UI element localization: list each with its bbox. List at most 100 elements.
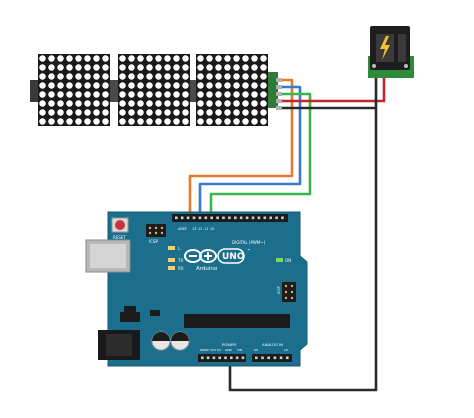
svg-text:12: 12 [198, 227, 202, 231]
reset-button[interactable] [115, 220, 125, 230]
matrix-led [197, 82, 204, 89]
header-pin [204, 216, 208, 220]
header-pin [241, 356, 245, 360]
matrix-led [84, 91, 91, 98]
header-pin [180, 216, 184, 220]
matrix-led [251, 109, 258, 116]
analog-pins [255, 356, 289, 360]
matrix-led [39, 100, 46, 107]
led-matrix-1 [38, 54, 110, 126]
matrix-led [48, 109, 55, 116]
matrix-led [75, 73, 82, 80]
matrix-led [93, 82, 100, 89]
svg-text:L: L [178, 246, 181, 251]
label-digital: DIGITAL (PWM~) [232, 240, 266, 245]
matrix-led [48, 100, 55, 107]
matrix-led [206, 91, 213, 98]
matrix-led [137, 55, 144, 62]
capacitor-1 [151, 331, 171, 351]
svg-text:ANALOG IN: ANALOG IN [262, 342, 283, 347]
matrix-led [119, 109, 126, 116]
matrix-led [260, 73, 267, 80]
led-matrix-2 [118, 54, 190, 126]
matrix-led [57, 118, 64, 125]
matrix-led [84, 82, 91, 89]
matrix-led [48, 64, 55, 71]
matrix-led [155, 82, 162, 89]
matrix-led [66, 73, 73, 80]
matrix-led [84, 118, 91, 125]
matrix-led [206, 109, 213, 116]
voltage-regulator [124, 306, 136, 314]
label-reset: RESET [113, 235, 126, 240]
matrix-led [251, 100, 258, 107]
matrix-led [57, 73, 64, 80]
matrix-led [224, 109, 231, 116]
header-pin [210, 216, 213, 220]
svg-text:5V: 5V [217, 348, 222, 352]
matrix-led [75, 109, 82, 116]
header-pin [286, 356, 289, 360]
matrix-led [182, 55, 189, 62]
matrix-led [119, 91, 126, 98]
header-pin [228, 216, 231, 220]
matrix-led [242, 91, 249, 98]
matrix-led [48, 82, 55, 89]
matrix-led [206, 100, 213, 107]
matrix-led [146, 100, 153, 107]
matrix-led [102, 109, 109, 116]
matrix-led [251, 55, 258, 62]
matrix-output-pins [276, 78, 282, 110]
matrix-led [146, 82, 153, 89]
matrix-led [251, 73, 258, 80]
matrix-led [75, 118, 82, 125]
matrix-led [260, 91, 267, 98]
matrix-led [233, 91, 240, 98]
matrix-led [146, 55, 153, 62]
atmega-chip [184, 314, 290, 328]
svg-text:™: ™ [247, 248, 251, 253]
svg-text:13: 13 [192, 227, 196, 231]
matrix-led [39, 64, 46, 71]
matrix-led [146, 64, 153, 71]
matrix-led [128, 64, 135, 71]
matrix-led [48, 91, 55, 98]
matrix-led [93, 109, 100, 116]
matrix-led [119, 118, 126, 125]
matrix-led [155, 91, 162, 98]
header-pin [263, 216, 267, 220]
matrix-led [215, 100, 222, 107]
matrix-led [57, 109, 64, 116]
matrix-led [75, 91, 82, 98]
matrix-led [260, 55, 267, 62]
small-ic [150, 310, 160, 316]
matrix-led [146, 73, 153, 80]
matrix-led [233, 64, 240, 71]
svg-text:3V3: 3V3 [210, 348, 216, 352]
matrix-led [102, 100, 109, 107]
matrix-led [66, 55, 73, 62]
svg-text:RX: RX [178, 266, 184, 271]
header-pin [230, 356, 233, 360]
matrix-led [224, 64, 231, 71]
header-pin [281, 216, 284, 220]
matrix-led [93, 55, 100, 62]
matrix-led [75, 55, 82, 62]
header-pin [222, 216, 225, 220]
header-pin [255, 356, 258, 360]
matrix-led [224, 91, 231, 98]
matrix-led [215, 82, 222, 89]
matrix-body [118, 54, 190, 126]
matrix-led [57, 64, 64, 71]
matrix-led [242, 109, 249, 116]
matrix-led [137, 82, 144, 89]
wire-gnd-matrix [282, 76, 378, 110]
uno-label: UNO [222, 252, 245, 262]
matrix-led [206, 82, 213, 89]
wire-cs [198, 85, 302, 222]
header-pin [175, 216, 178, 220]
matrix-led [137, 91, 144, 98]
matrix-led [182, 82, 189, 89]
matrix-led [215, 73, 222, 80]
matrix-led [215, 91, 222, 98]
